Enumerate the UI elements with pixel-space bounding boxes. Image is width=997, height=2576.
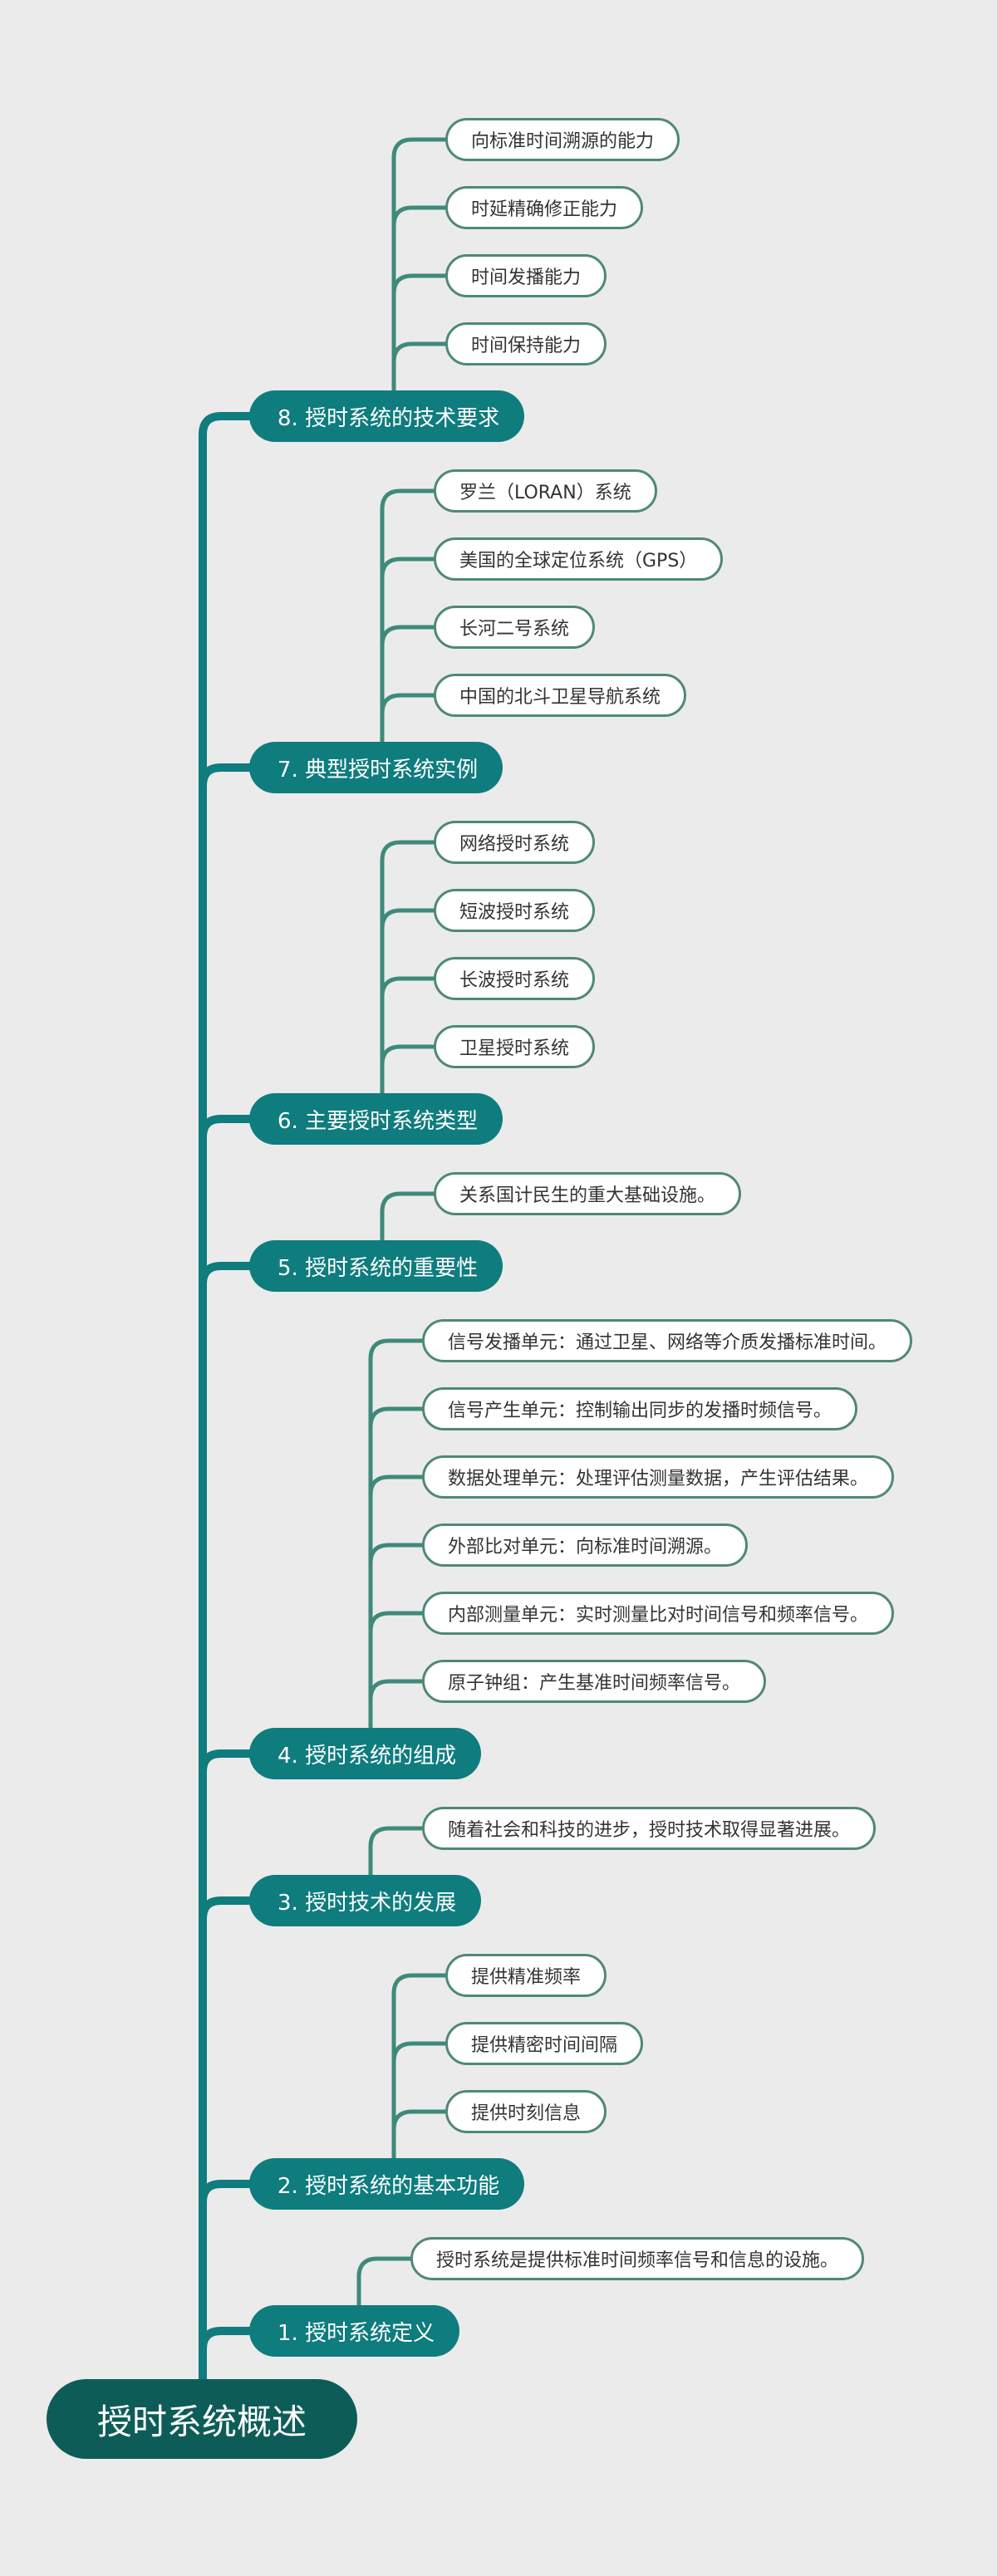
trunk-connector [199, 1115, 258, 2392]
leaf-connector [368, 1406, 426, 1734]
trunk-connector [199, 763, 258, 2392]
leaf-connector [380, 693, 438, 748]
leaf-connector [380, 908, 438, 1099]
leaf-data-processing-unit[interactable]: 数据处理单元：处理评估测量数据，产生评估结果。 [422, 1455, 895, 1499]
leaf-connector [380, 625, 438, 748]
leaf-connector [380, 976, 438, 1099]
leaf-connector [391, 2041, 449, 2164]
leaf-connector [380, 1191, 438, 1246]
branch-typical-examples[interactable]: 7. 典型授时系统实例 [249, 742, 503, 793]
trunk-connector [199, 1262, 258, 2392]
leaf-traceability[interactable]: 向标准时间溯源的能力 [445, 118, 680, 161]
leaf-atomic-clock-group[interactable]: 原子钟组：产生基准时间频率信号。 [422, 1660, 767, 1703]
leaf-loran[interactable]: 罗兰（LORAN）系统 [434, 469, 657, 513]
leaf-gps[interactable]: 美国的全球定位系统（GPS） [434, 537, 724, 581]
leaf-connector [380, 557, 438, 748]
trunk-connector [199, 1749, 258, 2392]
root-node[interactable]: 授时系统概述 [47, 2379, 357, 2459]
leaf-precise-frequency[interactable]: 提供精准频率 [445, 1954, 607, 1997]
leaf-connector [368, 1611, 426, 1734]
leaf-signal-broadcast-unit[interactable]: 信号发播单元：通过卫星、网络等介质发播标准时间。 [422, 1319, 913, 1362]
leaf-definition-text[interactable]: 授时系统是提供标准时间频率信号和信息的设施。 [410, 2237, 865, 2280]
leaf-shortwave-timing[interactable]: 短波授时系统 [434, 889, 596, 932]
leaf-connector [380, 1044, 438, 1099]
leaf-time-info[interactable]: 提供时刻信息 [445, 2090, 607, 2133]
leaf-connector [368, 1543, 426, 1734]
branch-technical-requirements[interactable]: 8. 授时系统的技术要求 [249, 390, 525, 442]
leaf-connector [356, 2256, 415, 2311]
leaf-infrastructure[interactable]: 关系国计民生的重大基础设施。 [434, 1172, 742, 1215]
branch-definition[interactable]: 1. 授时系统定义 [249, 2305, 460, 2357]
leaf-changhe-2[interactable]: 长河二号系统 [434, 606, 596, 649]
leaf-precise-interval[interactable]: 提供精密时间间隔 [445, 2022, 644, 2065]
leaf-connector [380, 488, 438, 748]
leaf-connector [391, 2109, 449, 2164]
leaf-signal-generation-unit[interactable]: 信号产生单元：控制输出同步的发播时频信号。 [422, 1387, 858, 1430]
branch-composition[interactable]: 4. 授时系统的组成 [249, 1728, 482, 1779]
leaf-connector [391, 137, 449, 396]
leaf-connector [380, 840, 438, 1099]
leaf-external-comparison-unit[interactable]: 外部比对单元：向标准时间溯源。 [422, 1524, 749, 1567]
trunk-connector [199, 412, 258, 2392]
leaf-longwave-timing[interactable]: 长波授时系统 [434, 957, 596, 1000]
trunk-connector [199, 2327, 258, 2392]
leaf-connector [391, 273, 449, 396]
trunk-connector [199, 1896, 258, 2392]
leaf-internal-measurement-unit[interactable]: 内部测量单元：实时测量比对时间信号和频率信号。 [422, 1592, 895, 1635]
branch-development[interactable]: 3. 授时技术的发展 [249, 1875, 482, 1926]
leaf-connector [368, 1474, 426, 1734]
branch-system-types[interactable]: 6. 主要授时系统类型 [249, 1093, 503, 1145]
leaf-progress[interactable]: 随着社会和科技的进步，授时技术取得显著进展。 [422, 1807, 877, 1850]
branch-importance[interactable]: 5. 授时系统的重要性 [249, 1240, 503, 1292]
leaf-connector [391, 205, 449, 396]
branch-basic-functions[interactable]: 2. 授时系统的基本功能 [249, 2158, 525, 2210]
leaf-time-keeping[interactable]: 时间保持能力 [445, 322, 607, 366]
leaf-connector [368, 1826, 426, 1881]
trunk-connector [199, 2180, 258, 2392]
leaf-delay-correction[interactable]: 时延精确修正能力 [445, 186, 644, 229]
leaf-network-timing[interactable]: 网络授时系统 [434, 821, 596, 864]
leaf-connector [368, 1338, 426, 1734]
leaf-connector [368, 1679, 426, 1734]
leaf-time-broadcast[interactable]: 时间发播能力 [445, 254, 607, 297]
leaf-connector [391, 1973, 449, 2164]
leaf-connector [391, 341, 449, 396]
leaf-satellite-timing[interactable]: 卫星授时系统 [434, 1025, 596, 1068]
leaf-beidou[interactable]: 中国的北斗卫星导航系统 [434, 674, 687, 717]
